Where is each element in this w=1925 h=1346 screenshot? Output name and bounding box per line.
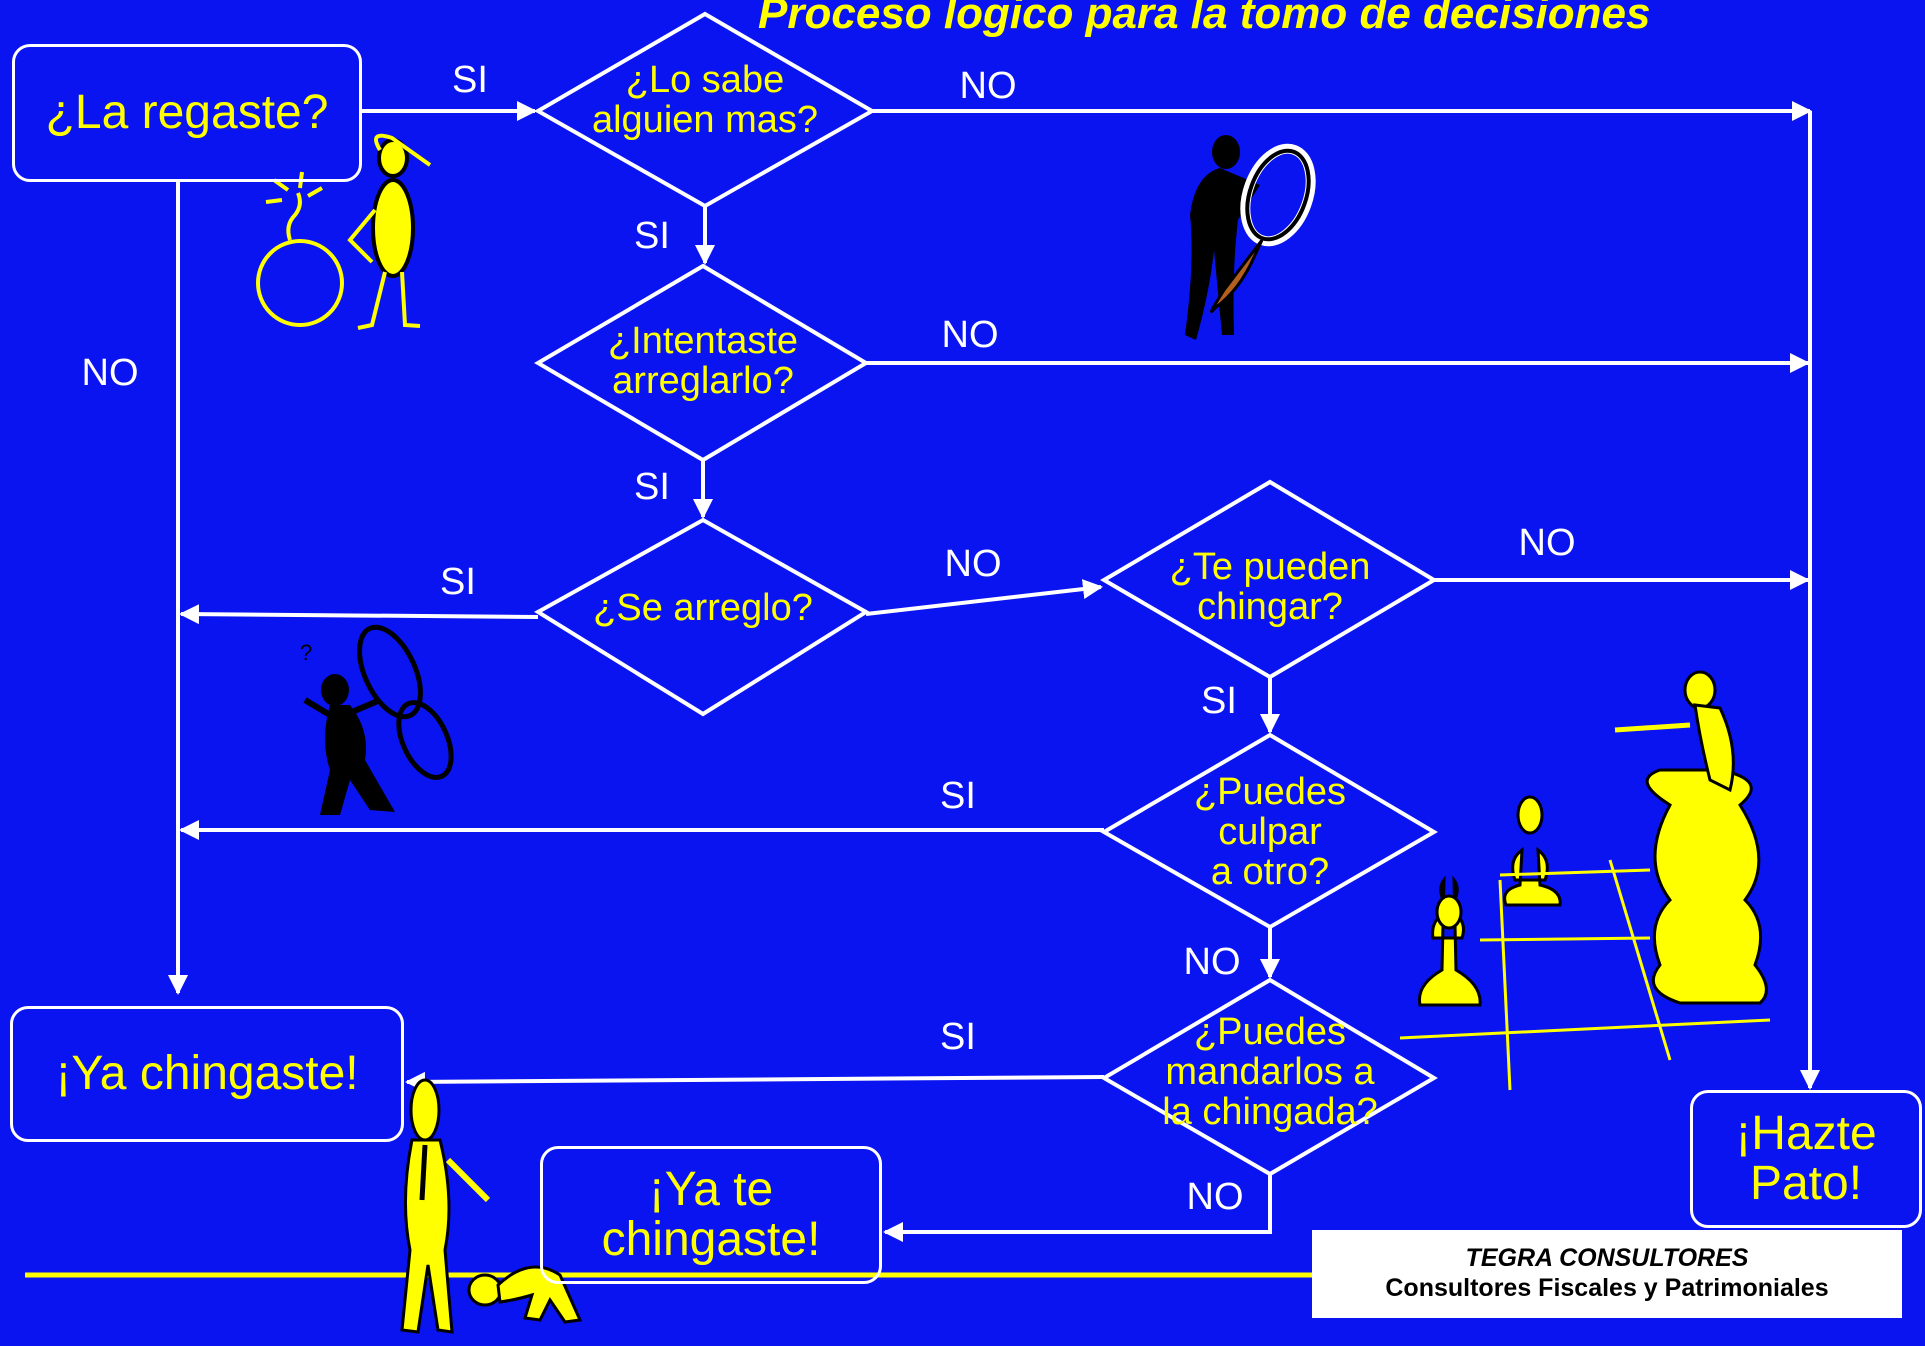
edge-label-lo-sabe-no: NO — [959, 65, 1017, 107]
end-hazte-pato: ¡Hazte Pato! — [1690, 1090, 1922, 1228]
edge-label-mandarlos-no: NO — [1186, 1176, 1244, 1218]
edge-label-se-arreglo-si: SI — [440, 561, 476, 603]
confused-man-icon — [347, 133, 432, 330]
magnifier-man-icon — [1185, 135, 1316, 340]
edge-label-culpar-si: SI — [940, 775, 976, 817]
start-node: ¿La regaste? — [12, 44, 362, 182]
q-te-pueden-label: ¿Te pueden chingar? — [1169, 546, 1371, 628]
edge-label-mandarlos-si: SI — [940, 1016, 976, 1058]
end-hazte-pato-label: ¡Hazte Pato! — [1735, 1107, 1877, 1210]
footer-company: TEGRA CONSULTORES — [1465, 1244, 1749, 1272]
q-intentaste-label: ¿Intentaste arreglarlo? — [607, 320, 799, 402]
edge-label-lo-sabe-si: SI — [634, 215, 670, 257]
end-ya-chingaste: ¡Ya chingaste! — [10, 1006, 404, 1142]
edge-label-start-si: SI — [452, 59, 488, 101]
edge-se-arreglo-no — [865, 579, 1103, 616]
edge-mandarlos-no — [883, 1174, 1272, 1242]
edge-label-culpar-no: NO — [1183, 941, 1241, 983]
end-ya-te-chingaste-label: ¡Ya te chingaste! — [601, 1163, 821, 1266]
edge-label-intentaste-si: SI — [634, 466, 670, 508]
page-title: Proceso logico para la tomo de decisione… — [758, 0, 1651, 38]
phone-man-icon: ? — [300, 624, 454, 815]
end-ya-te-chingaste: ¡Ya te chingaste! — [540, 1146, 882, 1284]
edge-mandarlos-si — [405, 1071, 1105, 1092]
q-se-arreglo-label: ¿Se arreglo? — [593, 587, 813, 629]
bowing-man-icon — [467, 1265, 583, 1324]
edge-label-start-no: NO — [81, 352, 139, 394]
footer-tagline: Consultores Fiscales y Patrimoniales — [1385, 1274, 1829, 1302]
footer-box: TEGRA CONSULTORES Consultores Fiscales y… — [1312, 1230, 1902, 1318]
bomb-icon — [256, 171, 344, 327]
end-ya-chingaste-label: ¡Ya chingaste! — [55, 1047, 359, 1100]
edge-label-te-pueden-no: NO — [1518, 522, 1576, 564]
q-mandarlos-label: ¿Puedes mandarlos a la chingada? — [1162, 1011, 1378, 1133]
q-culpar-label: ¿Puedes culpar a otro? — [1193, 771, 1347, 893]
start-node-label: ¿La regaste? — [45, 86, 329, 139]
chess-pieces-icon — [1399, 670, 1771, 1091]
edge-label-te-pueden-si: SI — [1201, 680, 1237, 722]
q-lo-sabe-label: ¿Lo sabe alguien mas? — [591, 59, 819, 141]
svg-text:?: ? — [300, 640, 312, 665]
diamond-se-arreglo — [534, 517, 870, 717]
edge-label-intentaste-no: NO — [941, 314, 999, 356]
pointing-man-icon — [400, 1078, 491, 1334]
edge-label-se-arreglo-no: NO — [944, 543, 1002, 585]
edge-se-arreglo-si — [179, 604, 539, 625]
